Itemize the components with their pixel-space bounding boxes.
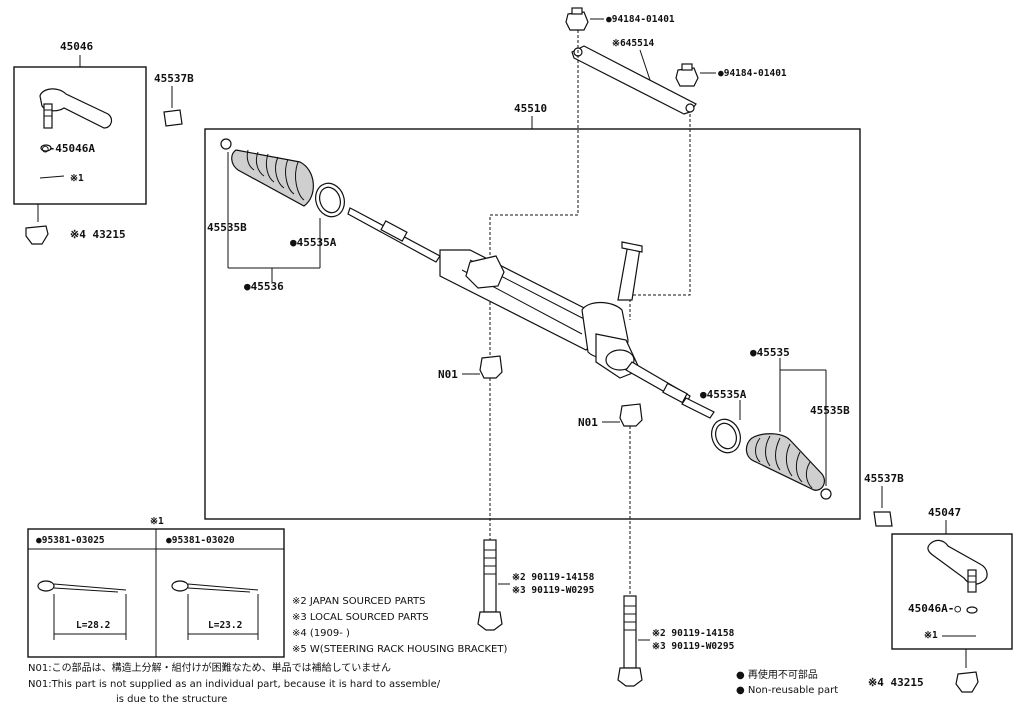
cotter-pin-long (37, 580, 127, 640)
cotter-pin-short (171, 580, 259, 640)
label-43215-rh: ※4 43215 (868, 676, 924, 689)
n01-mount-left (479, 355, 503, 379)
tie-rod-end-rh (927, 539, 988, 593)
nut-top-b (675, 63, 699, 87)
label-45535-rh: ●45535 (750, 346, 790, 359)
grommet-lh (163, 109, 183, 127)
cotter-pin-rh (966, 606, 978, 614)
label-43215-lh: ※4 43215 (70, 228, 126, 241)
label-45046: 45046 (60, 40, 93, 53)
label-n01-left: N01 (438, 368, 458, 381)
note-n01-japanese: N01:この部品は、構造上分解・組付けが困難なため、単品では補給していません (28, 661, 391, 674)
grommet-rh (873, 511, 893, 527)
note-japan-sourced: ※2 JAPAN SOURCED PARTS (292, 596, 426, 607)
label-45510: 45510 (514, 102, 547, 115)
tie-rod-end-lh (39, 88, 113, 129)
note-date-range: ※4 (1909- ) (292, 628, 350, 639)
label-45046a-lh: ○-45046A (42, 142, 95, 155)
detail-len2: L=23.2 (208, 620, 242, 631)
detail-col1-header: ●95381-03025 (36, 535, 105, 546)
clip-small-rh (820, 488, 832, 500)
label-45535b-lh: 45535B (207, 221, 247, 234)
label-45537b-rh: 45537B (864, 472, 904, 485)
tie-rod-end-rh-frame (891, 533, 1013, 650)
clip-rh (711, 418, 741, 454)
note-n01-english-2: is due to the structure (116, 694, 227, 705)
label-45535b-rh: 45535B (810, 404, 850, 417)
detail-len1: L=28.2 (76, 620, 110, 631)
legend-non-reusable-en: ● Non-reusable part (736, 685, 838, 696)
boot-rh (745, 433, 826, 491)
nut-top-a (565, 7, 589, 31)
label-94184-a: ●94184-01401 (606, 14, 675, 25)
label-note1-rh: ※1 (924, 630, 938, 641)
label-bolt-left-a: ※2 90119-14158 (512, 572, 595, 583)
detail-col2-header: ●95381-03020 (166, 535, 235, 546)
label-45536: ●45536 (244, 280, 284, 293)
steering-rack-assembly (347, 207, 715, 419)
cotter-pin-lh (40, 144, 52, 152)
note-n01-english-1: N01:This part is not supplied as an indi… (28, 679, 441, 690)
label-45046a-rh: 45046A-○ (908, 602, 961, 615)
n01-mount-right (619, 403, 643, 427)
note-housing-bracket: ※5 W(STEERING RACK HOUSING BRACKET) (292, 644, 507, 655)
label-bolt-left-b: ※3 90119-W0295 (512, 585, 595, 596)
label-note1-lh: ※1 (70, 173, 84, 184)
bolt-right (617, 595, 643, 687)
label-n01-right: N01 (578, 416, 598, 429)
label-45535a-rh: ●45535A (700, 388, 747, 401)
boot-lh (231, 149, 314, 207)
clip-lh (315, 182, 345, 218)
label-bolt-right-a: ※2 90119-14158 (652, 628, 735, 639)
label-94184-b: ●94184-01401 (718, 68, 787, 79)
clip-small-lh (220, 138, 232, 150)
detail-title: ※1 (150, 516, 164, 527)
label-45047: 45047 (928, 506, 961, 519)
label-bolt-right-b: ※3 90119-W0295 (652, 641, 735, 652)
nut-lh (25, 225, 49, 245)
nut-rh (955, 671, 979, 693)
label-45537b-lh: 45537B (154, 72, 194, 85)
label-45535a-lh: ●45535A (290, 236, 337, 249)
label-45514-ref: ※645514 (612, 38, 655, 49)
legend-non-reusable-jp: ● 再使用不可部品 (736, 668, 818, 681)
bolt-left (477, 539, 503, 631)
note-local-sourced: ※3 LOCAL SOURCED PARTS (292, 612, 429, 623)
